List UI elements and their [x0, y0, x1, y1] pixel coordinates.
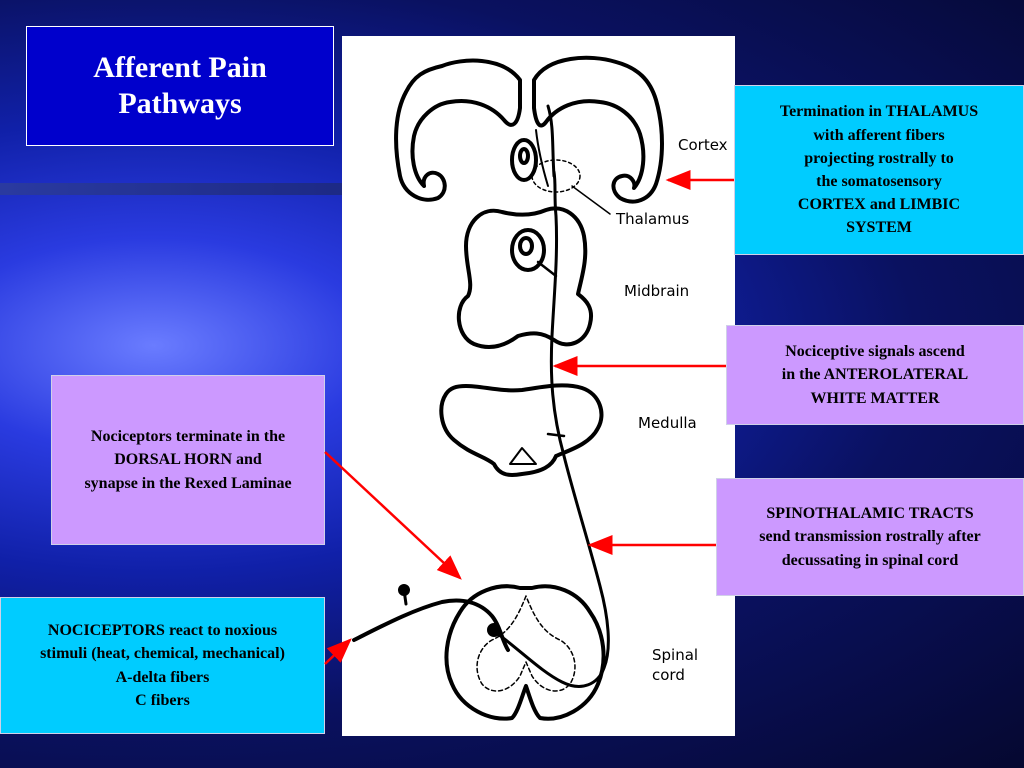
callout-ascend: Nociceptive signals ascend in the ANTERO…: [726, 325, 1024, 425]
ventricle-inner: [518, 147, 530, 165]
label-thalamus: Thalamus: [615, 210, 689, 228]
callout-termination: Termination in THALAMUS with afferent fi…: [734, 85, 1024, 255]
callout-line: stimuli (heat, chemical, mechanical): [40, 645, 285, 663]
callout-spinothalamic-text: SPINOTHALAMIC TRACTS send transmission r…: [759, 502, 980, 572]
callout-line: in the ANTEROLATERAL: [781, 366, 969, 384]
label-spinal: Spinal: [652, 646, 698, 664]
spinal-gray-matter: [476, 595, 576, 692]
callout-line: A-delta fibers: [115, 668, 210, 686]
callout-line: DORSAL HORN and: [114, 451, 262, 469]
callout-ascend-text: Nociceptive signals ascend in the ANTERO…: [782, 340, 968, 410]
spinal-cord: [444, 584, 606, 721]
callout-line: projecting rostrally to: [804, 149, 954, 167]
dorsal-horn-synapse: [487, 623, 501, 637]
callout-line: send transmission rostrally after: [759, 528, 981, 546]
right-hemisphere: [532, 55, 664, 204]
thalamic-fiber-1: [546, 104, 556, 178]
slide-title: Afferent Pain Pathways: [93, 51, 267, 120]
ventricle-mark: [510, 138, 538, 182]
midbrain-aqueduct-inner: [518, 236, 534, 256]
callout-line: Termination in THALAMUS: [779, 103, 979, 121]
callout-line: with afferent fibers: [813, 126, 945, 144]
callout-line: decussating in spinal cord: [781, 551, 959, 569]
label-cord: cord: [652, 666, 685, 684]
callout-line: Nociceptive signals ascend: [785, 343, 965, 361]
pathway-illustration: Cortex Thalamus Midbrain Medulla Spinal …: [352, 55, 728, 721]
midbrain-aqueduct: [510, 228, 546, 272]
slide-title-box: Afferent Pain Pathways: [26, 26, 334, 146]
callout-dorsal-horn: Nociceptors terminate in the DORSAL HORN…: [51, 375, 325, 545]
label-midbrain: Midbrain: [624, 282, 689, 300]
spinothalamic-tract: [496, 170, 610, 688]
callout-termination-text: Termination in THALAMUS with afferent fi…: [780, 100, 978, 239]
left-hemisphere: [394, 58, 522, 202]
callout-line: NOCICEPTORS react to noxious: [47, 622, 278, 640]
callout-line: SPINOTHALAMIC TRACTS: [766, 505, 974, 523]
callout-line: Nociceptors terminate in the: [90, 428, 286, 446]
peripheral-nerve: [352, 598, 510, 652]
callout-line: SYSTEM: [846, 219, 912, 237]
tract-branch-medulla: [546, 432, 566, 438]
pain-pathway-figure: Cortex Thalamus Midbrain Medulla Spinal …: [342, 36, 735, 736]
callout-nociceptors-text: NOCICEPTORS react to noxious stimuli (he…: [40, 619, 285, 712]
ganglion-cell: [398, 584, 410, 596]
tract-branch-midbrain: [536, 260, 558, 278]
callout-line: C fibers: [135, 691, 190, 709]
medulla-olive: [509, 447, 537, 465]
label-cortex: Cortex: [678, 136, 728, 154]
callout-line: CORTEX and LIMBIC: [797, 196, 961, 214]
thalamic-fiber-2: [535, 129, 549, 187]
callout-line: WHITE MATTER: [810, 389, 940, 407]
callout-nociceptors: NOCICEPTORS react to noxious stimuli (he…: [0, 597, 325, 734]
callout-line: the somatosensory: [816, 173, 942, 190]
callout-line: synapse in the Rexed Laminae: [84, 474, 292, 492]
midbrain: [456, 206, 593, 349]
label-medulla: Medulla: [638, 414, 697, 432]
callout-dorsal-horn-text: Nociceptors terminate in the DORSAL HORN…: [84, 425, 291, 495]
callout-spinothalamic: SPINOTHALAMIC TRACTS send transmission r…: [716, 478, 1024, 596]
thalamus-leader: [571, 185, 611, 215]
medulla: [439, 383, 604, 477]
